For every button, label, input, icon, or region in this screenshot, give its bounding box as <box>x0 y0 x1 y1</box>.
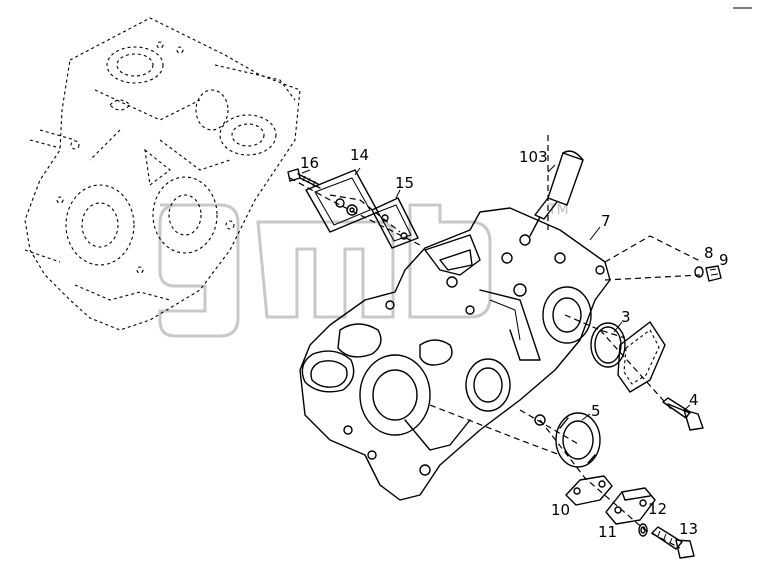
part-9-plug <box>705 265 722 282</box>
leader-lines <box>301 164 691 421</box>
label-part-5: 5 <box>591 402 601 420</box>
assembly-lines <box>289 135 703 549</box>
label-part-15: 15 <box>395 174 414 192</box>
cover-plate <box>617 321 666 393</box>
part-labels: 103 7 8 9 3 4 5 14 15 16 10 11 12 13 <box>300 146 729 541</box>
part-8-washer <box>694 266 704 278</box>
label-part-4: 4 <box>689 391 699 409</box>
watermark-logo: TM <box>158 202 569 338</box>
part-10-gasket <box>565 475 613 506</box>
part-4-bolt <box>662 397 704 431</box>
timing-case-cover <box>299 207 611 501</box>
watermark-trademark: TM <box>547 202 569 218</box>
label-part-8: 8 <box>704 244 714 262</box>
part-5-seal <box>555 412 601 468</box>
part-16-screw <box>287 168 321 189</box>
part-15-gasket <box>371 197 419 249</box>
part-12-washer <box>638 523 648 537</box>
label-part-7: 7 <box>601 212 611 230</box>
label-part-9: 9 <box>719 251 729 269</box>
label-part-13: 13 <box>679 520 698 538</box>
label-part-16: 16 <box>300 154 319 172</box>
part-11-cover <box>605 487 656 525</box>
label-part-12: 12 <box>648 500 667 518</box>
part-103-sensor <box>529 150 584 237</box>
label-part-3: 3 <box>621 308 631 326</box>
label-part-10: 10 <box>551 501 570 519</box>
engine-block-ghost <box>24 17 301 331</box>
label-part-14: 14 <box>350 146 369 164</box>
label-part-103: 103 <box>519 148 548 166</box>
part-13-bolt <box>651 526 695 559</box>
label-part-11: 11 <box>598 523 617 541</box>
